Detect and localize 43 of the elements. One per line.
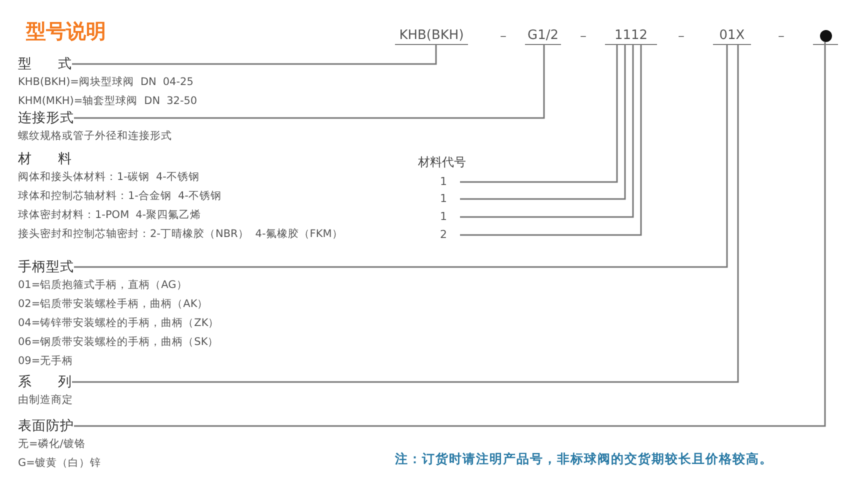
separator-dash: – — [678, 29, 684, 44]
section-heading: 手柄型式 — [18, 258, 74, 276]
leader-line — [72, 45, 437, 65]
option-text: G=镀黄（白）锌 — [18, 456, 102, 471]
section-heading: 表面防护 — [18, 417, 74, 435]
option-text: 06=钢质带安装螺栓的手柄，曲柄（SK） — [18, 335, 220, 350]
footnote: 注：订货时请注明产品号，非标球阀的交货期较长且价格较高。 — [395, 451, 773, 468]
separator-dash: – — [778, 29, 784, 44]
option-text: 09=无手柄 — [18, 354, 74, 369]
option-text: 螺纹规格或管子外径和连接形式 — [18, 129, 173, 144]
option-text: 阀体和接头体材料：1-碳钢 4-不锈钢 — [18, 170, 200, 185]
material-code-number: 2 — [440, 227, 460, 243]
leader-line — [74, 45, 728, 268]
option-text: 接头密封和控制芯轴密封：2-丁晴橡胶（NBR） 4-氟橡胶（FKM） — [18, 227, 344, 242]
option-text: 01=铝质抱箍式手柄，直柄（AG） — [18, 278, 188, 293]
model-code-segment: 01X — [713, 27, 751, 45]
section-heading: 材 料 — [18, 150, 72, 168]
section-heading: 连接形式 — [18, 109, 74, 127]
material-code-number: 1 — [440, 191, 460, 207]
model-code-segment: 1112 — [605, 27, 657, 45]
section-heading: 系 列 — [18, 373, 72, 391]
option-text: 02=铝质带安装螺栓手柄，曲柄（AK） — [18, 297, 210, 312]
separator-dash: – — [580, 29, 586, 44]
filled-circle — [820, 30, 832, 42]
leader-line — [72, 45, 739, 383]
title-heading: 型号说明 — [26, 18, 106, 45]
leader-line — [74, 45, 545, 119]
model-code-segment: G1/2 — [525, 27, 561, 45]
section-heading: 型 式 — [18, 55, 72, 73]
column-heading: 材料代号 — [418, 154, 466, 171]
option-text: 由制造商定 — [18, 393, 74, 408]
model-code-segment: KHB(BKH) — [395, 27, 468, 45]
option-text: 无=磷化/镀铬 — [18, 437, 86, 452]
material-code-number: 1 — [440, 209, 460, 225]
option-text: 球体和控制芯轴材料：1-合金钢 4-不锈钢 — [18, 189, 222, 204]
option-text: KHM(MKH)=轴套型球阀 DN 32-50 — [18, 94, 198, 109]
leader-line — [460, 45, 618, 183]
material-code-number: 1 — [440, 174, 460, 190]
leader-line — [74, 42, 826, 427]
option-text: 球体密封材料：1-POM 4-聚四氟乙烯 — [18, 208, 202, 223]
option-text: KHB(BKH)=阀块型球阀 DN 04-25 — [18, 75, 194, 90]
separator-dash: – — [500, 29, 506, 44]
option-text: 04=铸锌带安装螺栓的手柄，曲柄（ZK） — [18, 316, 220, 331]
